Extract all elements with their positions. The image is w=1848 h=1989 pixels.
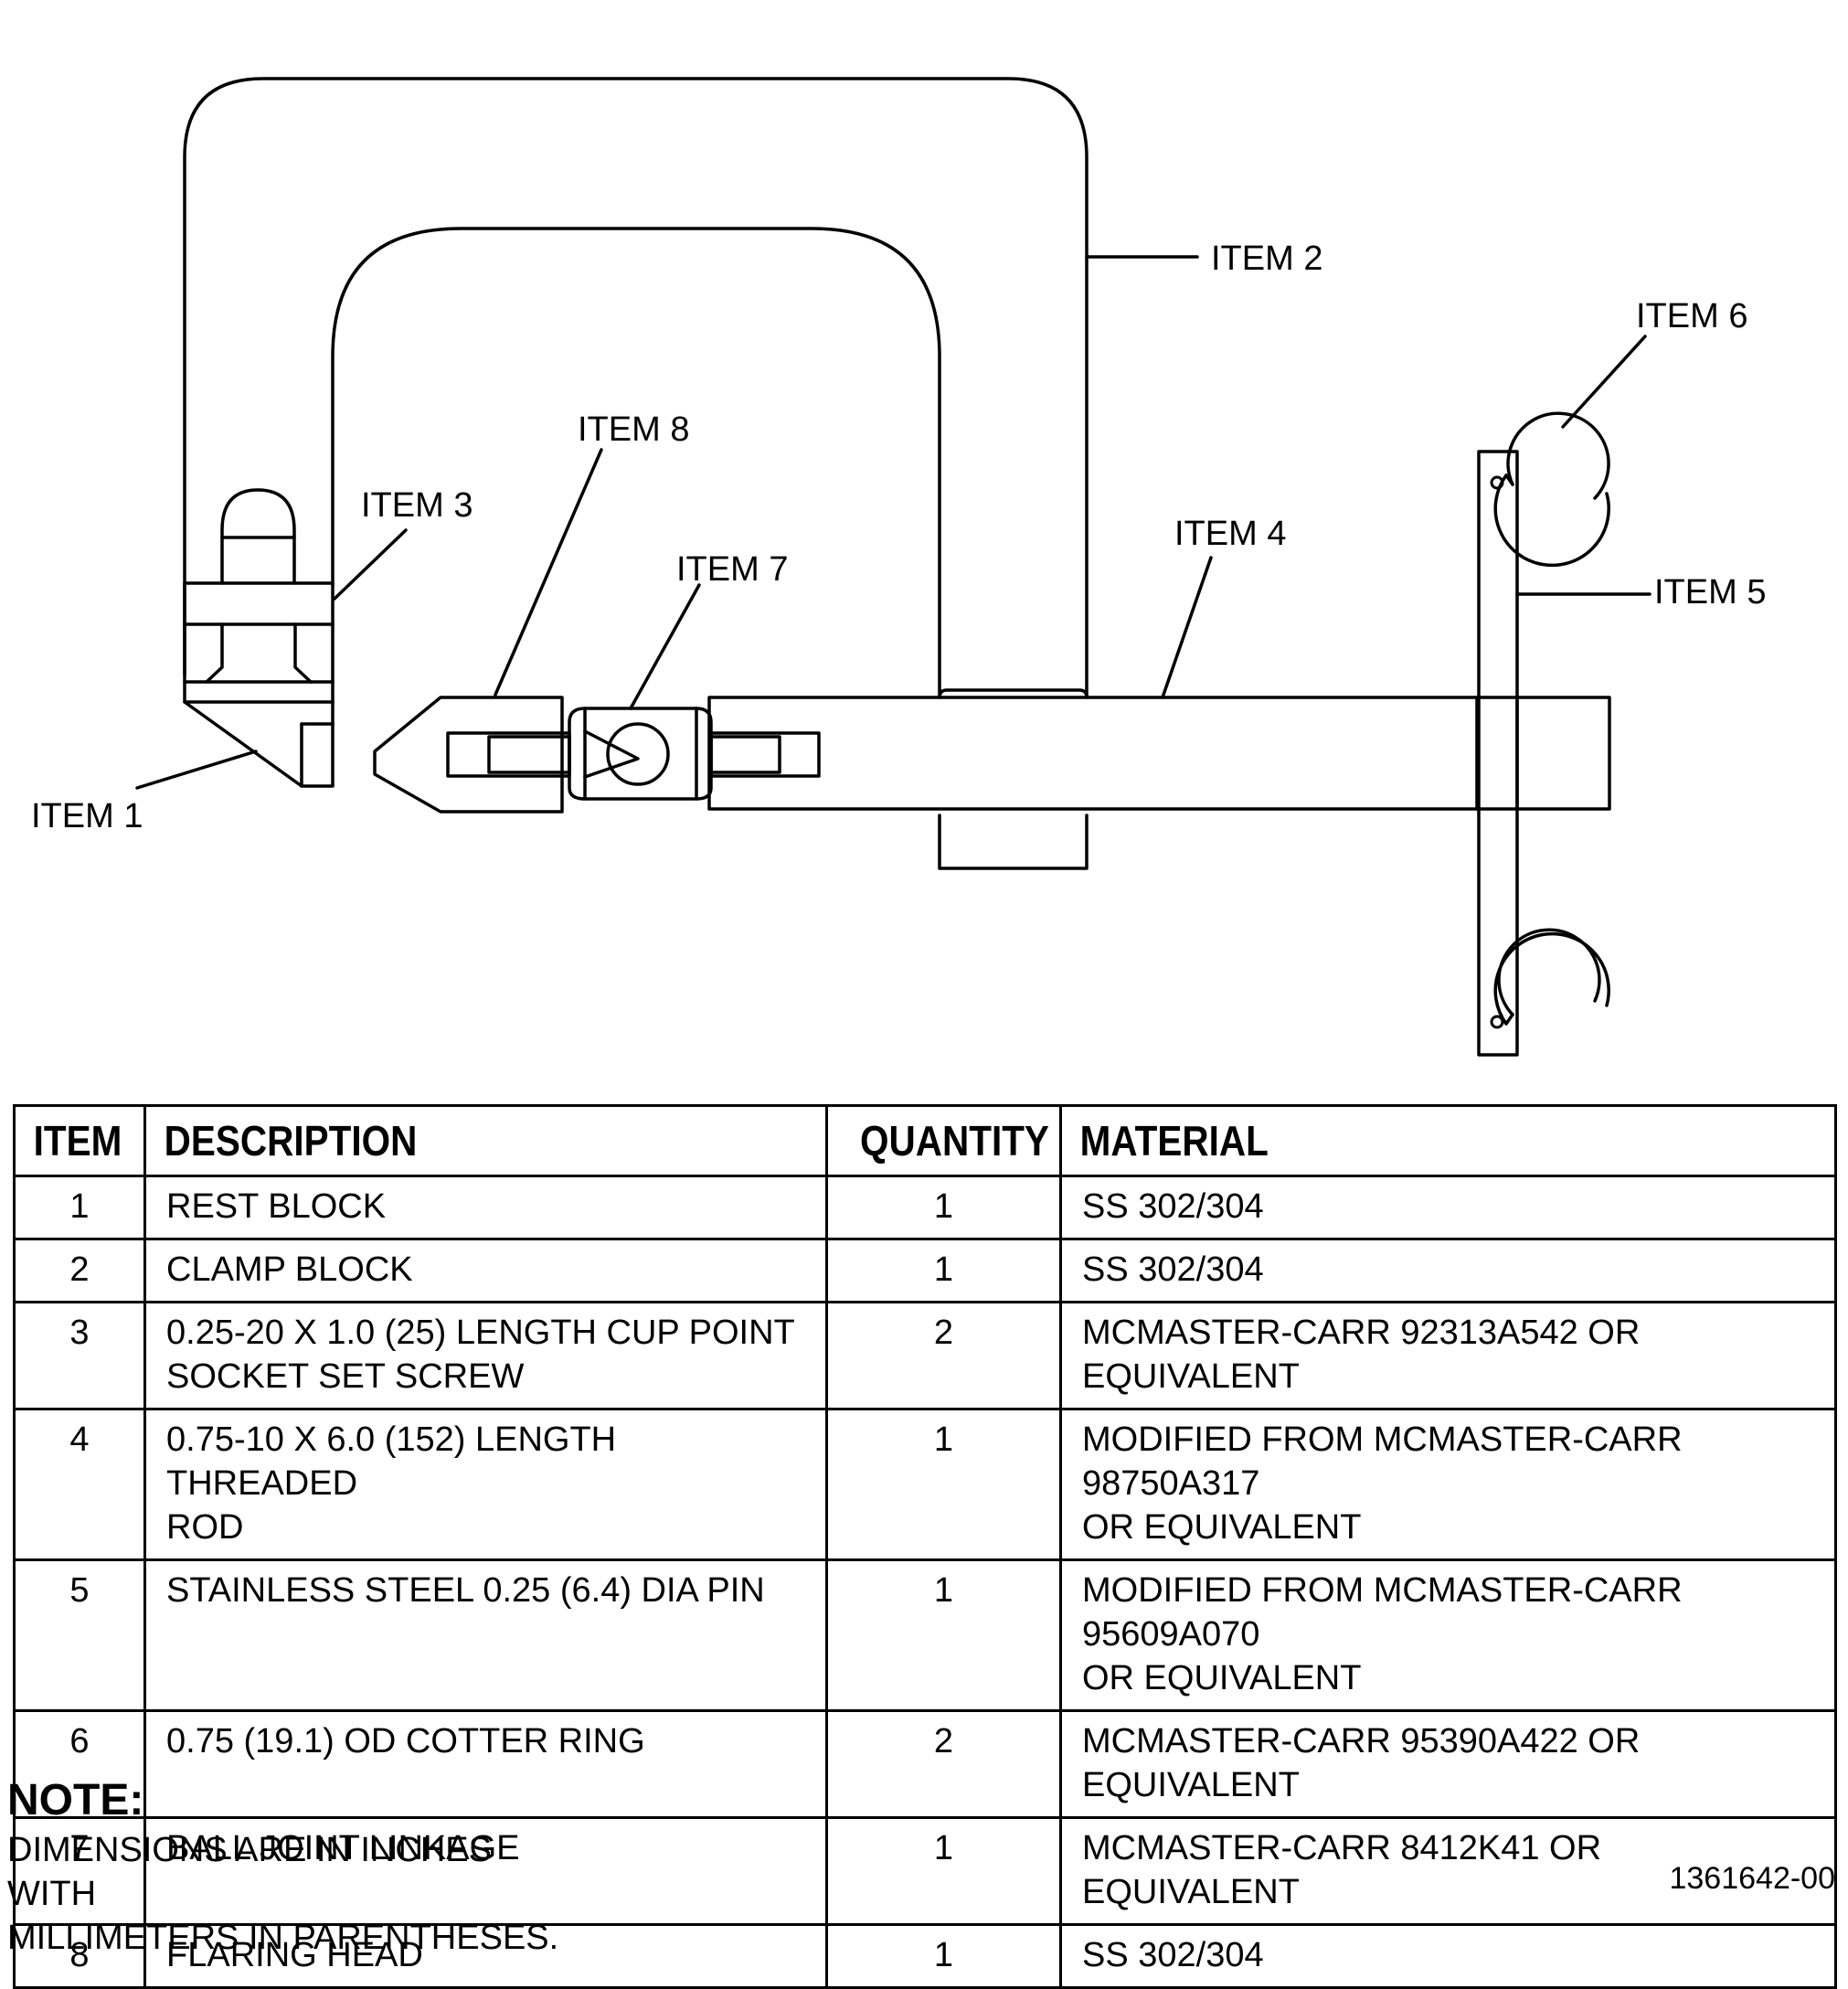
material-line: MODIFIED FROM MCMASTER-CARR 98750A317 <box>1082 1420 1683 1503</box>
cell-material: SS 302/304 <box>1059 1238 1837 1303</box>
cell-item: 6 <box>13 1709 146 1819</box>
material-line: MCMASTER-CARR 92313A542 OR EQUIVALENT <box>1082 1314 1641 1396</box>
header-item: ITEM <box>13 1104 131 1177</box>
cell-item: 7 <box>13 1816 146 1926</box>
note-line: MILLIMETERS IN PARENTHESES. <box>7 1919 559 1957</box>
cell-quantity: 1 <box>825 1175 1062 1240</box>
note-text: DIMENSIONS ARE IN INCHES WITH MILLIMETER… <box>7 1828 574 1960</box>
description-line: SOCKET SET SCREW <box>166 1357 525 1396</box>
description-line: STAINLESS STEEL 0.25 (6.4) DIA PIN <box>166 1571 765 1610</box>
cell-material: MODIFIED FROM MCMASTER-CARR 98750A317 OR … <box>1059 1408 1837 1561</box>
callout-item-6: ITEM 6 <box>1636 297 1747 335</box>
cell-quantity: 1 <box>825 1238 1062 1303</box>
cell-description: STAINLESS STEEL 0.25 (6.4) DIA PIN <box>143 1558 828 1712</box>
callout-item-4: ITEM 4 <box>1174 515 1286 553</box>
cotter-ring-top <box>1493 411 1610 568</box>
cell-material: MCMASTER-CARR 95390A422 OR EQUIVALENT <box>1059 1709 1837 1819</box>
cell-quantity: 1 <box>825 1558 1062 1712</box>
callout-item-3: ITEM 3 <box>361 486 473 525</box>
cell-quantity: 2 <box>825 1301 1062 1410</box>
table-row: 4 0.75-10 X 6.0 (152) LENGTH THREADED ROD… <box>13 1408 1837 1561</box>
cell-description: BALL JOINT LINKAGE <box>143 1816 828 1926</box>
assembly-drawing: ITEM 2 ITEM 6 ITEM 8 ITEM 3 ITEM 4 ITEM … <box>31 77 1766 1057</box>
note-line: DIMENSIONS ARE IN INCHES WITH <box>7 1831 492 1913</box>
description-line: REST BLOCK <box>166 1187 387 1226</box>
cotter-ring-bottom <box>1493 928 1610 1026</box>
callout-item-1: ITEM 1 <box>31 797 143 835</box>
callout-item-5: ITEM 5 <box>1654 573 1766 612</box>
table-row: 2 CLAMP BLOCK 1 SS 302/304 <box>13 1238 1837 1303</box>
material-line: OR EQUIVALENT <box>1082 1659 1362 1697</box>
cell-material: SS 302/304 <box>1059 1923 1837 1989</box>
description-line: 0.75 (19.1) OD COTTER RING <box>166 1722 645 1760</box>
cell-material: MODIFIED FROM MCMASTER-CARR 95609A070 OR … <box>1059 1558 1837 1712</box>
cell-quantity: 1 <box>825 1923 1062 1989</box>
header-quantity: QUANTITY <box>839 1104 1048 1177</box>
leader-lines <box>135 255 1652 790</box>
material-line: OR EQUIVALENT <box>1082 1508 1362 1547</box>
flaring-head <box>373 696 571 814</box>
description-line: 0.75-10 X 6.0 (152) LENGTH THREADED <box>166 1420 617 1503</box>
clamp-block <box>183 77 1089 870</box>
cell-item: 1 <box>13 1175 146 1240</box>
material-line: MODIFIED FROM MCMASTER-CARR 95609A070 <box>1082 1571 1683 1654</box>
table-header-row: ITEM DESCRIPTION QUANTITY MATERIAL <box>13 1104 1836 1177</box>
set-screw <box>183 488 335 626</box>
table-row: 5 STAINLESS STEEL 0.25 (6.4) DIA PIN 1 M… <box>13 1558 1837 1712</box>
material-line: SS 302/304 <box>1082 1936 1264 1974</box>
cell-quantity: 1 <box>825 1816 1062 1926</box>
cell-description: CLAMP BLOCK <box>143 1238 828 1303</box>
drawing-number: 1361642-00 <box>1669 1861 1835 1896</box>
cell-material: SS 302/304 <box>1059 1175 1837 1240</box>
header-material: MATERIAL <box>1059 1104 1745 1177</box>
cell-quantity: 2 <box>825 1709 1062 1819</box>
threaded-rod <box>707 696 1611 811</box>
callout-item-8: ITEM 8 <box>578 410 689 449</box>
cell-description: REST BLOCK <box>143 1175 828 1240</box>
cell-material: MCMASTER-CARR 8412K41 OR EQUIVALENT <box>1059 1816 1837 1926</box>
material-line: MCMASTER-CARR 95390A422 OR EQUIVALENT <box>1082 1722 1641 1804</box>
cell-quantity: 1 <box>825 1408 1062 1561</box>
cell-item: 5 <box>13 1558 146 1712</box>
table-row: 3 0.25-20 X 1.0 (25) LENGTH CUP POINT SOC… <box>13 1301 1837 1410</box>
description-line: CLAMP BLOCK <box>166 1250 413 1289</box>
header-description: DESCRIPTION <box>143 1104 747 1177</box>
cell-description: 0.25-20 X 1.0 (25) LENGTH CUP POINT SOCKE… <box>143 1301 828 1410</box>
pin <box>1477 450 1519 1057</box>
cell-description: 0.75-10 X 6.0 (152) LENGTH THREADED ROD <box>143 1408 828 1561</box>
description-line: BALL JOINT LINKAGE <box>166 1829 520 1867</box>
table-row: 1 REST BLOCK 1 SS 302/304 <box>13 1175 1837 1240</box>
rest-block <box>183 622 335 788</box>
ball-joint <box>568 707 821 801</box>
material-line: SS 302/304 <box>1082 1187 1264 1226</box>
material-line: SS 302/304 <box>1082 1250 1264 1289</box>
cell-description: 0.75 (19.1) OD COTTER RING <box>143 1709 828 1819</box>
cell-material: MCMASTER-CARR 92313A542 OR EQUIVALENT <box>1059 1301 1837 1410</box>
table-row: 6 0.75 (19.1) OD COTTER RING 2 MCMASTER-… <box>13 1709 1837 1819</box>
material-line: MCMASTER-CARR 8412K41 OR EQUIVALENT <box>1082 1829 1602 1911</box>
cell-item: 3 <box>13 1301 146 1410</box>
callout-item-7: ITEM 7 <box>676 550 788 589</box>
cell-item: 2 <box>13 1238 146 1303</box>
description-line: ROD <box>166 1508 244 1547</box>
callout-item-2: ITEM 2 <box>1211 239 1322 278</box>
note-title: NOTE: <box>7 1776 144 1824</box>
description-line: 0.25-20 X 1.0 (25) LENGTH CUP POINT <box>166 1314 795 1352</box>
cell-item: 4 <box>13 1408 146 1561</box>
